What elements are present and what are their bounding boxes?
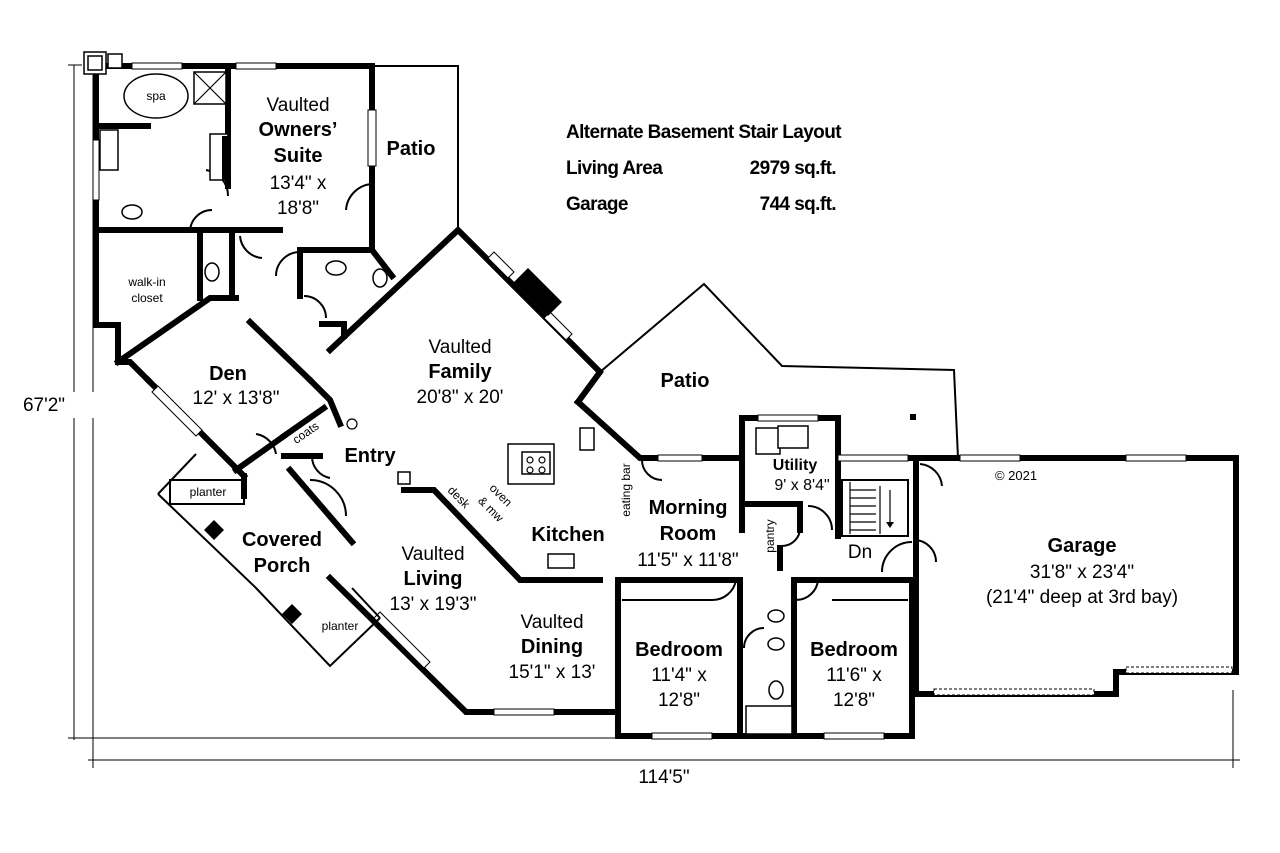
door-swings bbox=[189, 169, 943, 649]
utility-name: Utility bbox=[773, 457, 818, 474]
patio-outlines bbox=[372, 65, 959, 459]
owners-suite-name-1: Owners’ bbox=[259, 119, 338, 141]
family-vaulted: Vaulted bbox=[428, 337, 491, 358]
porch-outline bbox=[157, 453, 381, 668]
kitchen-label: Kitchen bbox=[531, 524, 604, 546]
interior-walls bbox=[93, 63, 908, 601]
living-vaulted: Vaulted bbox=[401, 544, 464, 565]
bedroom1-name: Bedroom bbox=[635, 639, 723, 661]
planter-bottom-label: planter bbox=[322, 619, 359, 633]
family-name: Family bbox=[428, 361, 492, 383]
owners-suite-size-1: 13'4" x bbox=[270, 173, 327, 194]
eating-bar-label: eating bar bbox=[619, 463, 633, 516]
garage-note: (21'4" deep at 3rd bay) bbox=[986, 587, 1178, 608]
info-block: Alternate Basement Stair Layout Living A… bbox=[566, 122, 843, 215]
patio-top-label: Patio bbox=[387, 138, 436, 160]
morning-name-1: Morning bbox=[649, 497, 728, 519]
depth-dimension-label: 67'2" bbox=[23, 395, 65, 416]
fixtures bbox=[83, 51, 809, 735]
garage-size: 31'8" x 23'4" bbox=[1030, 562, 1134, 583]
walk-in-label-2: closet bbox=[131, 291, 163, 305]
owners-suite-vaulted: Vaulted bbox=[266, 95, 329, 116]
covered-porch-1: Covered bbox=[242, 529, 322, 551]
info-living-value: 2979 sq.ft. bbox=[750, 158, 836, 179]
depth-label-bg bbox=[40, 392, 100, 418]
info-garage-label: Garage bbox=[566, 194, 628, 215]
morning-name-2: Room bbox=[660, 523, 717, 545]
bedroom2-size-2: 12'8" bbox=[833, 690, 875, 711]
bedroom2-size-1: 11'6" x bbox=[826, 665, 882, 686]
info-heading: Alternate Basement Stair Layout bbox=[566, 122, 842, 143]
dining-size: 15'1" x 13' bbox=[509, 662, 596, 683]
den-size: 12' x 13'8" bbox=[193, 388, 280, 409]
bedroom1-size-2: 12'8" bbox=[658, 690, 700, 711]
bedroom1-size-1: 11'4" x bbox=[651, 665, 707, 686]
entry-label: Entry bbox=[344, 445, 396, 467]
copyright-label: © 2021 bbox=[995, 468, 1037, 483]
windows bbox=[92, 62, 1233, 740]
den-name: Den bbox=[209, 363, 247, 385]
spa-tub-icon bbox=[123, 73, 189, 119]
morning-size: 11'5" x 11'8" bbox=[637, 550, 738, 571]
spa-label: spa bbox=[146, 89, 166, 103]
dining-vaulted: Vaulted bbox=[520, 612, 583, 633]
stair-down-label: Dn bbox=[848, 542, 872, 563]
pantry-label: pantry bbox=[763, 519, 777, 552]
covered-porch-2: Porch bbox=[254, 555, 311, 577]
walk-in-label-1: walk-in bbox=[127, 275, 165, 289]
basement-stair bbox=[841, 479, 909, 537]
info-garage-value: 744 sq.ft. bbox=[760, 194, 836, 215]
solid-elements bbox=[204, 268, 916, 624]
width-dimension-label: 114'5" bbox=[638, 767, 689, 788]
living-size: 13' x 19'3" bbox=[390, 594, 477, 615]
dining-name: Dining bbox=[521, 636, 583, 658]
family-size: 20'8" x 20' bbox=[417, 387, 504, 408]
info-living-label: Living Area bbox=[566, 158, 663, 179]
owners-suite-size-2: 18'8" bbox=[277, 198, 319, 219]
living-name: Living bbox=[404, 568, 463, 590]
utility-size: 9' x 8'4" bbox=[774, 477, 829, 494]
width-label-bg bbox=[620, 766, 706, 790]
owners-suite-name-2: Suite bbox=[274, 145, 323, 167]
bedroom2-name: Bedroom bbox=[810, 639, 898, 661]
patio-right-label: Patio bbox=[661, 370, 710, 392]
garage-name: Garage bbox=[1048, 535, 1117, 557]
planter-top-label: planter bbox=[190, 485, 227, 499]
